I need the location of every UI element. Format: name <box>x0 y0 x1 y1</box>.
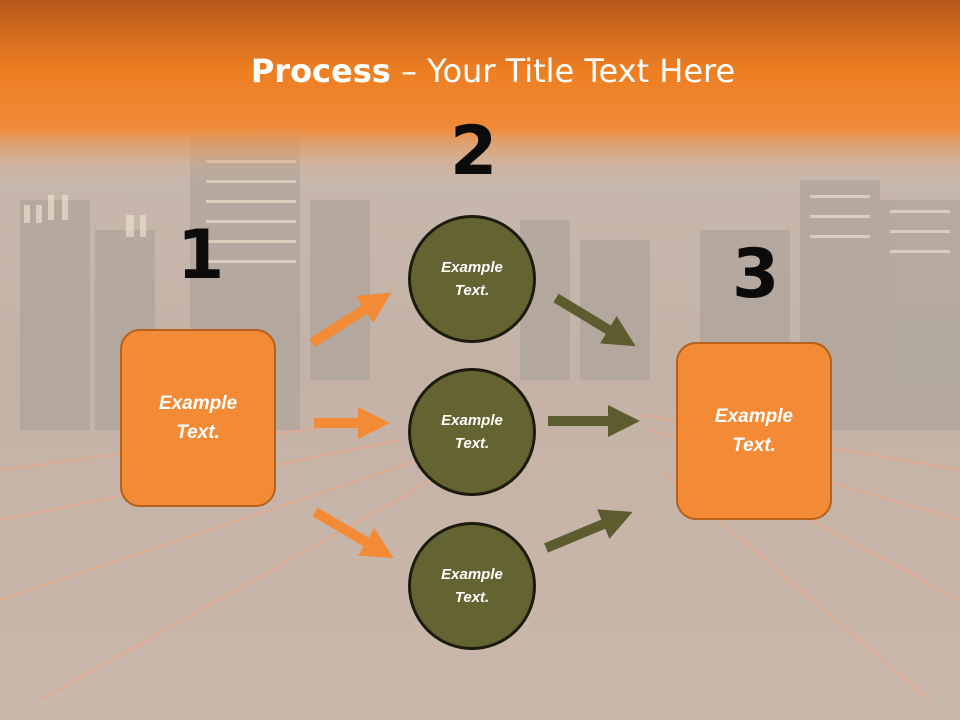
step-number-1: 1 <box>177 216 225 295</box>
circle-top-text: Example Text. <box>441 259 503 299</box>
title-bold: Process <box>250 52 391 90</box>
title-rest: – Your Title Text Here <box>390 52 736 90</box>
arrow-left-up <box>309 292 392 348</box>
arrow-right-down <box>553 293 636 347</box>
step-number-2: 2 <box>450 112 498 191</box>
step-1-box: Example Text. <box>120 329 276 507</box>
circle-top: Example Text. <box>408 215 536 343</box>
step-number-3: 3 <box>732 235 780 314</box>
circle-bottom-text: Example Text. <box>441 566 503 606</box>
step-1-text: Example Text. <box>158 393 238 443</box>
circle-middle: Example Text. <box>408 368 536 496</box>
step-3-box: Example Text. <box>676 342 832 520</box>
circle-middle-text: Example Text. <box>441 412 503 452</box>
step-3-text: Example Text. <box>714 406 794 456</box>
arrow-left-down <box>312 507 394 559</box>
circle-bottom: Example Text. <box>408 522 536 650</box>
slide-title: Process – Your Title Text Here <box>0 52 960 90</box>
arrow-right-up <box>544 509 633 553</box>
